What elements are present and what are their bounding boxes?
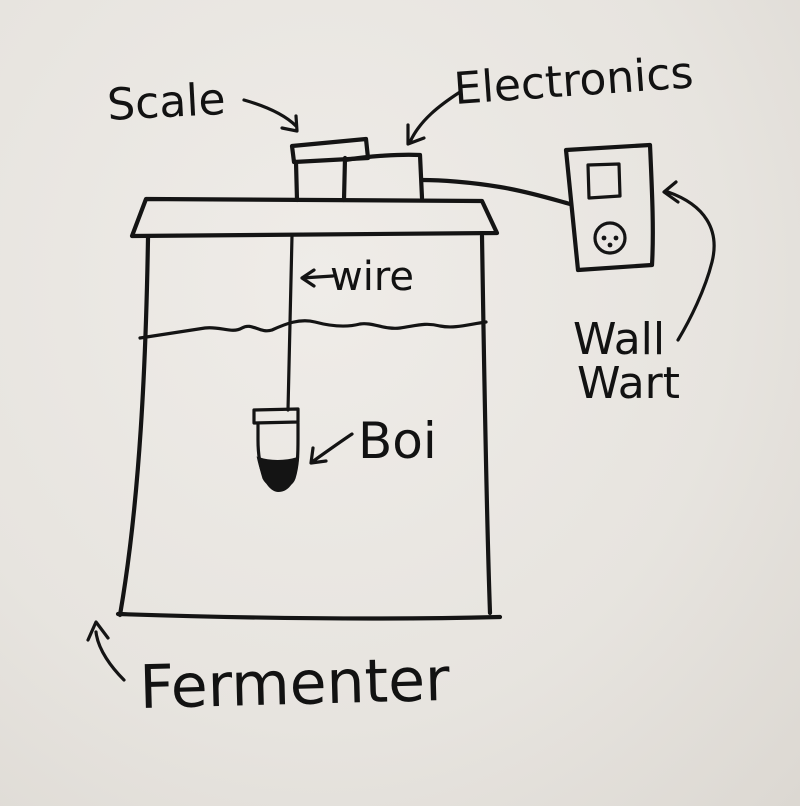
boi-arrow — [309, 432, 354, 465]
electronics-box — [342, 152, 573, 207]
wire — [286, 234, 294, 412]
fermenter-body — [115, 233, 503, 621]
boi-fill — [256, 456, 300, 493]
liquid-surface — [138, 319, 488, 340]
fermenter-lid — [129, 196, 500, 239]
wall-wart — [563, 142, 655, 273]
wall-wart-label-line2: Wart — [577, 358, 680, 409]
wall-wart-label-line1: Wall — [573, 314, 665, 365]
wall-wart-arrow — [662, 180, 716, 342]
wire-label: wire — [330, 254, 414, 300]
boi-label: Boi — [358, 412, 437, 470]
wire-arrow — [300, 268, 335, 288]
electronics-label: Electronics — [452, 47, 695, 115]
scale-label: Scale — [106, 74, 227, 131]
fermenter-label: Fermenter — [139, 645, 451, 723]
boi-weight — [252, 407, 300, 493]
scale-device — [289, 136, 371, 203]
fermenter-arrow — [86, 620, 126, 682]
electronics-arrow — [406, 90, 462, 146]
scale-arrow — [242, 98, 299, 133]
